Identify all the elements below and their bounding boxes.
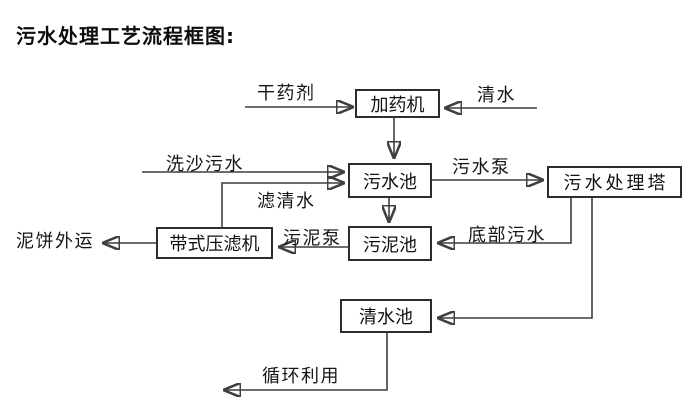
edge-label-recycle: 循环利用 [262, 366, 340, 387]
edge-label-sludge-pump: 污泥泵 [283, 228, 342, 249]
page-title: 污水处理工艺流程框图: [16, 24, 235, 48]
node-treatment-tower: 污水处理塔 [547, 166, 682, 198]
edge-label-filtered-water: 滤清水 [257, 191, 316, 212]
node-clean-water-pool-label: 清水池 [359, 307, 413, 328]
edge-label-dry-chemical: 干药剂 [257, 83, 316, 104]
node-belt-filter-press: 带式压滤机 [156, 227, 273, 259]
node-belt-filter-press-label: 带式压滤机 [169, 234, 260, 255]
node-dosing-machine-label: 加药机 [370, 94, 425, 116]
node-sewage-pool: 污水池 [348, 163, 432, 198]
edge-label-sewage-pump: 污水泵 [452, 157, 511, 178]
edge-tower-to-clean-pool [438, 198, 593, 318]
edge-label-bottom-sewage: 底部污水 [468, 225, 546, 246]
edge-label-sand-washing-sewage: 洗沙污水 [166, 154, 244, 175]
node-sewage-pool-label: 污水池 [363, 171, 417, 193]
edge-clean-pool-to-recycle [224, 333, 388, 390]
edge-label-mud-cake-out: 泥饼外运 [16, 231, 94, 252]
node-dosing-machine: 加药机 [355, 89, 440, 118]
node-sludge-pool: 污泥池 [348, 226, 432, 261]
edge-filtered-water-to-sewage-pool [221, 183, 344, 227]
node-clean-water-pool: 清水池 [340, 299, 432, 333]
edge-label-clean-water: 清水 [477, 85, 516, 106]
edge-bottom-sewage-to-sludge-pool [438, 198, 572, 243]
node-sludge-pool-label: 污泥池 [363, 234, 417, 256]
node-treatment-tower-label: 污水处理塔 [563, 173, 669, 194]
